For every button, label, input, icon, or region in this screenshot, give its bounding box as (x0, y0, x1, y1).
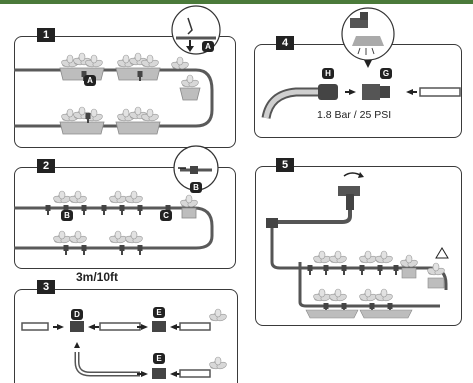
pressure-label: 1.8 Bar / 25 PSI (317, 109, 392, 121)
step4-illustration (261, 7, 461, 119)
part-b-inset-badge: B (190, 182, 202, 193)
part-d-badge: D (71, 309, 83, 320)
part-e-badge-top: E (153, 307, 165, 318)
step5-illustration (266, 172, 449, 319)
panel-step-3 (14, 289, 238, 383)
step-2-label: 2 (37, 159, 55, 173)
step3-illustration (21, 308, 228, 379)
step-1-label: 1 (37, 28, 55, 42)
step2-illustration (14, 145, 219, 255)
part-b-badge: B (61, 210, 73, 221)
top-accent-bar (0, 0, 473, 4)
part-e-badge-bottom: E (153, 353, 165, 364)
step1-illustration (14, 5, 221, 134)
step-4-label: 4 (276, 36, 294, 50)
part-c-badge: C (160, 210, 172, 221)
step-5-label: 5 (276, 158, 294, 172)
part-a-inset-badge: A (202, 41, 214, 52)
part-g-badge: G (380, 68, 392, 79)
step-3-label: 3 (37, 280, 55, 294)
part-a-badge: A (84, 75, 96, 86)
length-label: 3m/10ft (76, 270, 119, 284)
part-h-badge: H (322, 68, 334, 79)
